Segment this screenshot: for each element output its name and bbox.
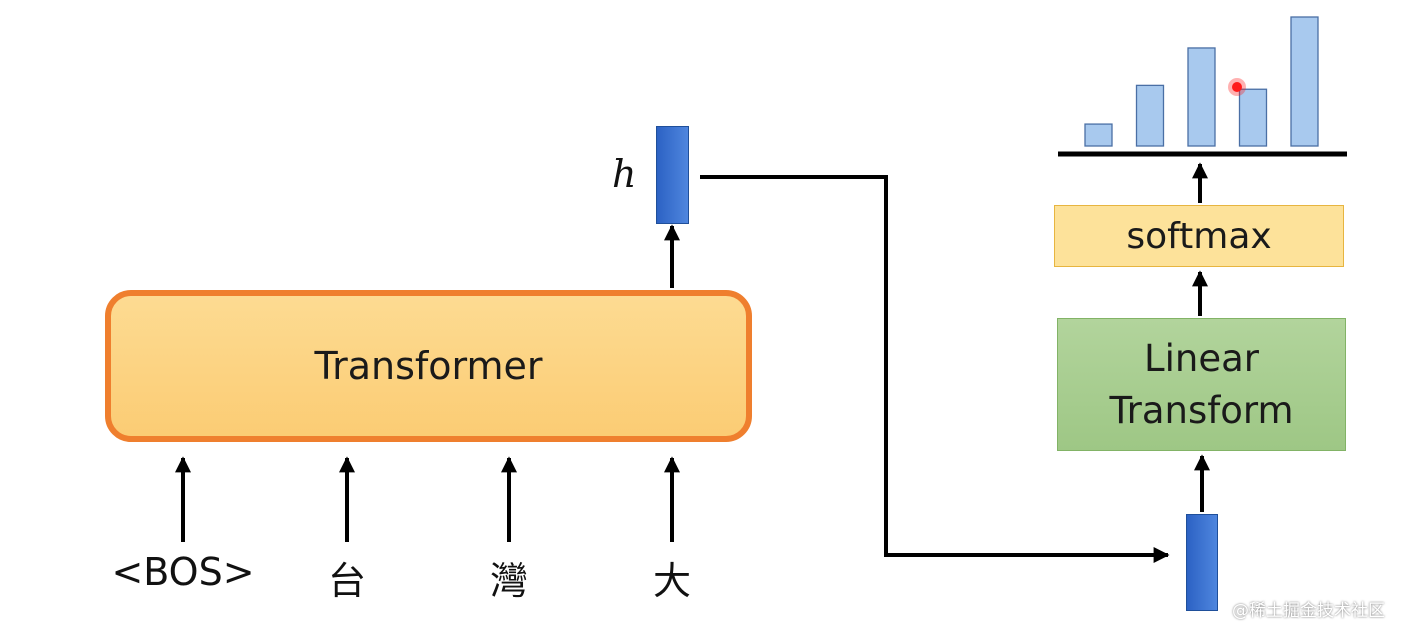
distribution-bar <box>1135 84 1165 147</box>
watermark: @稀土掘金技术社区 <box>1232 601 1385 621</box>
distribution-bar <box>1238 88 1268 147</box>
hidden-vector-label: h <box>612 152 637 196</box>
linear-label-line1: Linear <box>1144 336 1259 380</box>
input-token-bos: <BOS> <box>111 550 255 594</box>
distribution-bars <box>1084 16 1319 147</box>
transformer-label: Transformer <box>314 344 543 388</box>
h-connector <box>700 175 1170 563</box>
linear-transform-block: Linear Transform <box>1057 318 1346 451</box>
input-token-da: 大 <box>652 559 691 603</box>
transformer-block: Transformer <box>105 290 752 442</box>
distribution-bar <box>1187 47 1216 147</box>
linear-label-line2: Transform <box>1109 388 1294 432</box>
softmax-label: softmax <box>1126 215 1272 257</box>
softmax-block: softmax <box>1054 205 1344 267</box>
pointer-dot-core <box>1232 82 1242 92</box>
distribution-bar <box>1290 16 1319 147</box>
hidden-vector-copy <box>1186 514 1218 611</box>
hidden-vector <box>656 126 689 224</box>
input-token-wan: 灣 <box>489 559 528 603</box>
distribution-bar <box>1084 123 1113 147</box>
input-token-tai: 台 <box>327 559 366 603</box>
